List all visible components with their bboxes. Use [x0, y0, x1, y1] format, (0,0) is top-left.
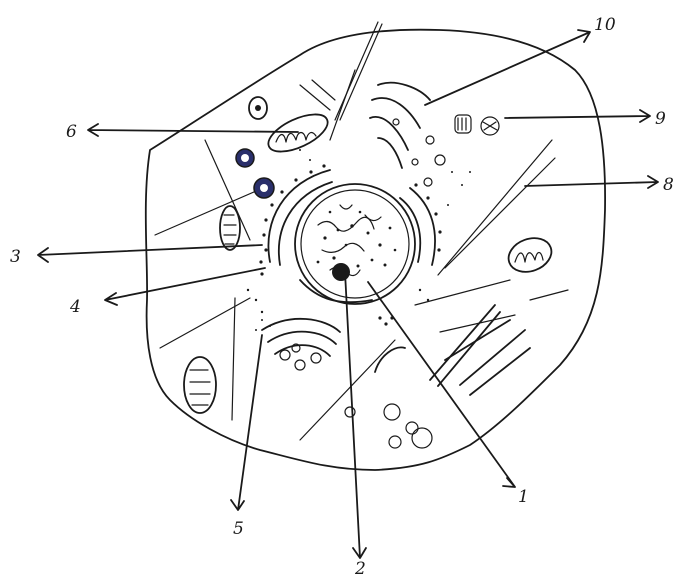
label-10: 10	[594, 15, 616, 35]
centrioles	[455, 115, 499, 135]
mitochondrion-right	[504, 232, 556, 277]
nucleolus	[332, 263, 350, 281]
label-4: 4	[69, 297, 81, 317]
smooth-endoplasmic-reticulum	[375, 305, 530, 395]
leader-4	[105, 268, 265, 305]
chromatin-dots	[317, 211, 397, 268]
label-3: 3	[10, 247, 21, 267]
secretory-vesicles	[280, 344, 432, 448]
leader-9	[505, 110, 650, 122]
cell-membrane	[146, 30, 605, 470]
nucleus	[295, 184, 415, 304]
leader-1	[368, 282, 515, 487]
label-1: 1	[518, 487, 529, 507]
mitochondrion-upper	[263, 107, 333, 159]
golgi-stack-lower	[262, 319, 340, 356]
leader-lines	[38, 30, 658, 558]
label-2: 2	[354, 559, 366, 578]
chromatin	[318, 205, 381, 276]
label-9: 9	[655, 109, 666, 129]
golgi-apparatus	[370, 83, 430, 168]
label-5: 5	[233, 519, 244, 539]
leader-5	[231, 335, 262, 510]
leader-8	[525, 176, 658, 188]
label-6: 6	[66, 122, 77, 142]
golgi-vesicles	[393, 119, 445, 186]
label-8: 8	[663, 175, 674, 195]
leader-10	[425, 30, 590, 105]
leader-3	[38, 245, 262, 262]
lysosomes	[236, 97, 274, 198]
leader-6	[88, 124, 298, 136]
cytoskeleton-filaments	[155, 22, 568, 440]
leader-2	[345, 272, 366, 558]
